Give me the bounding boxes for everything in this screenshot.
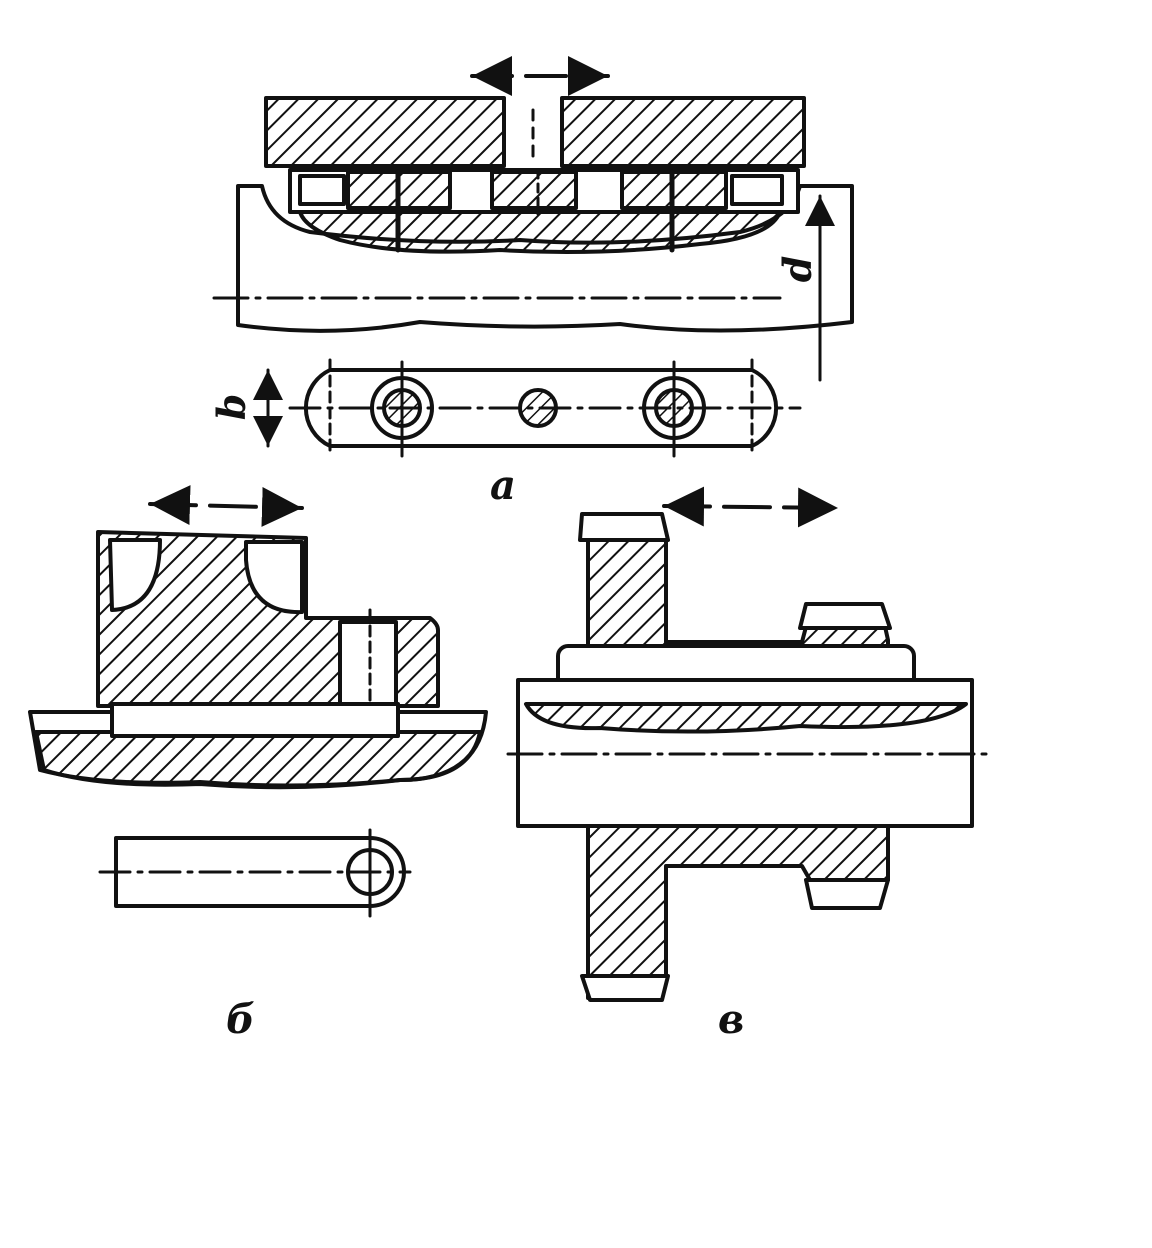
gear-hub-bottom: [586, 824, 890, 1000]
panel-label-v: в: [718, 996, 745, 1043]
hub-right: [560, 96, 806, 168]
dimension-label-d: d: [774, 255, 820, 283]
panel-a-section: [212, 56, 854, 382]
panel-v-section: [506, 486, 992, 1002]
motion-arrow-v: [662, 486, 840, 528]
panel-label-b: б: [226, 996, 255, 1043]
hub-left: [264, 96, 506, 168]
shaft-a-keyway: [298, 210, 782, 254]
sliding-key-b: [110, 702, 400, 738]
dimension-label-b: b: [208, 393, 254, 421]
panel-b-section: [28, 485, 488, 790]
panel-b-key-plan: [98, 828, 412, 918]
panel-label-a: а: [490, 462, 516, 509]
key-screw-center: [518, 388, 558, 428]
motion-arrow-b: [148, 485, 304, 527]
panel-a-key-plan: [253, 358, 802, 458]
